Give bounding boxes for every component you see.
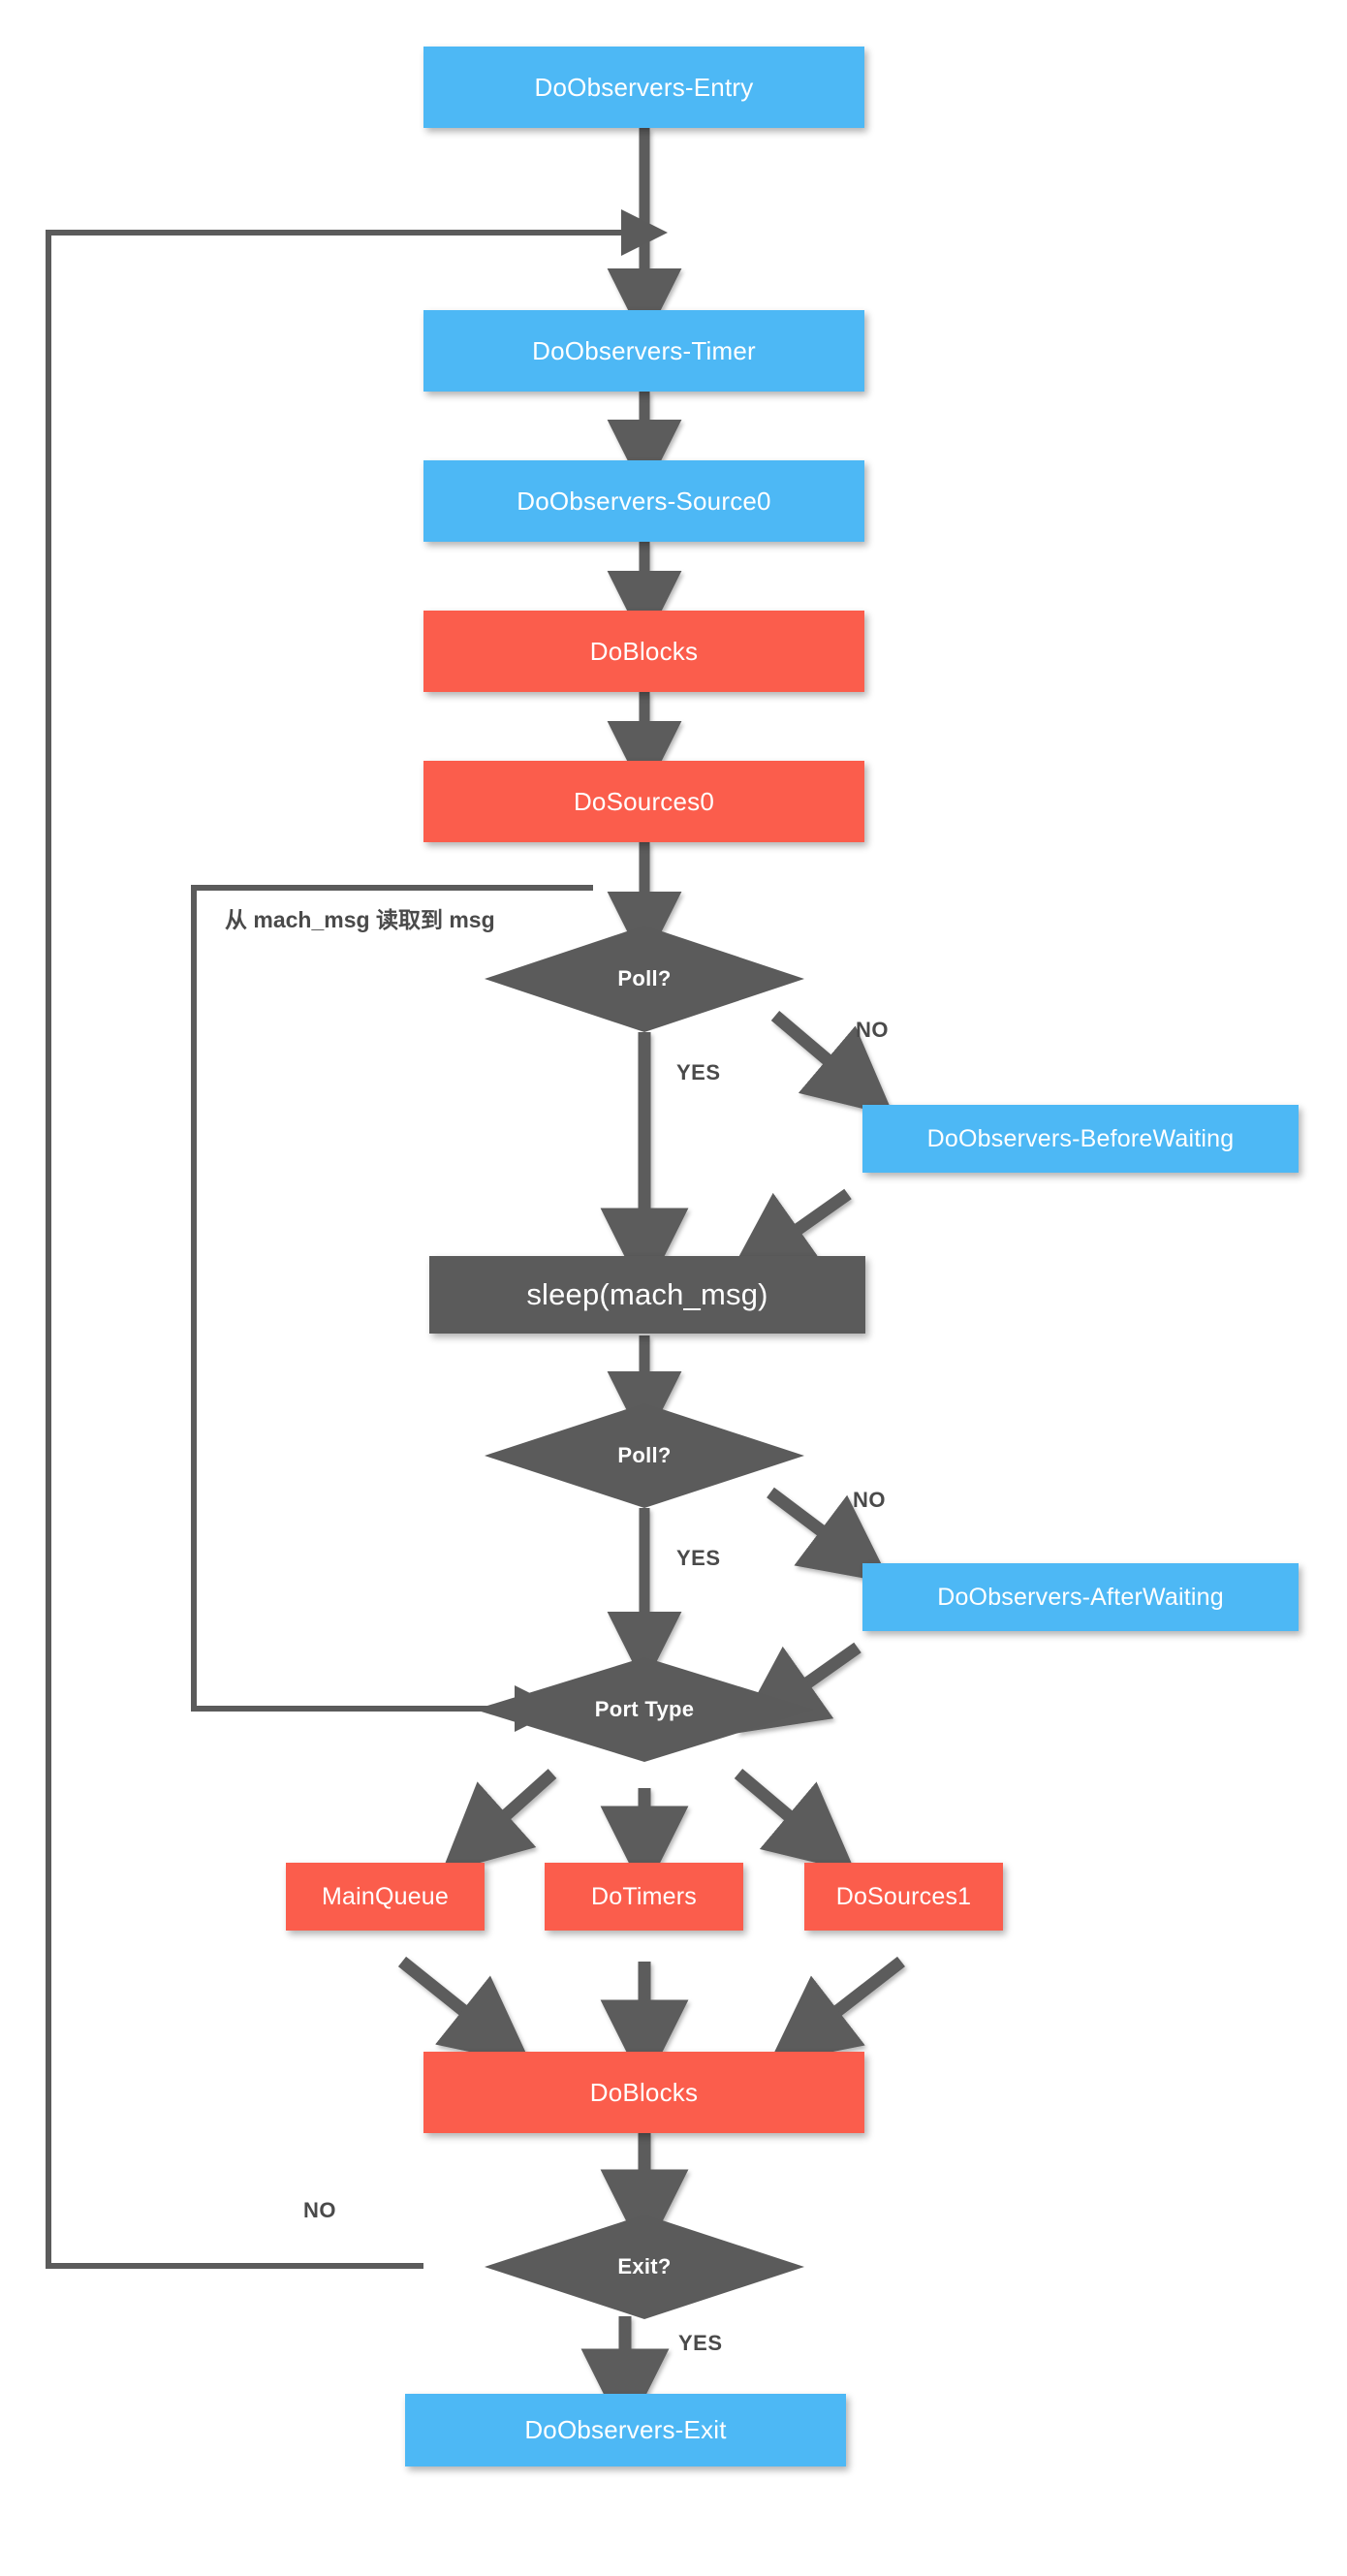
node-label: DoBlocks — [589, 636, 699, 666]
node-do-observers-beforewaiting[interactable]: DoObservers-BeforeWaiting — [862, 1105, 1299, 1173]
edge-mainqueue-to-doblocks2 — [397, 1956, 532, 2065]
node-label: Poll? — [617, 1443, 672, 1467]
node-label: DoSources0 — [573, 786, 715, 816]
node-do-observers-source0[interactable]: DoObservers-Source0 — [423, 460, 864, 542]
edge-label-exit-yes: YES — [678, 2331, 723, 2355]
node-do-timers[interactable]: DoTimers — [545, 1863, 743, 1931]
node-do-blocks-2[interactable]: DoBlocks — [423, 2052, 864, 2133]
edge-label-poll2-yes: YES — [676, 1546, 721, 1570]
edge-label-poll2-no: NO — [853, 1488, 886, 1512]
node-poll-1[interactable]: Poll? — [485, 926, 804, 1032]
node-label: DoTimers — [590, 1882, 697, 1910]
node-port-type[interactable]: Port Type — [475, 1657, 814, 1762]
node-poll-2[interactable]: Poll? — [485, 1403, 804, 1508]
node-do-observers-afterwaiting[interactable]: DoObservers-AfterWaiting — [862, 1563, 1299, 1631]
node-label: DoObservers-Exit — [524, 2415, 727, 2444]
node-label: DoObservers-AfterWaiting — [937, 1583, 1224, 1611]
node-label: DoBlocks — [589, 2077, 699, 2107]
edge-beforewaiting-to-sleep — [726, 1188, 852, 1280]
node-label: Poll? — [617, 966, 672, 990]
node-label: DoObservers-BeforeWaiting — [926, 1124, 1235, 1152]
node-label: Exit? — [617, 2254, 672, 2278]
edge-label-poll1-yes: YES — [676, 1060, 721, 1084]
node-do-blocks-1[interactable]: DoBlocks — [423, 611, 864, 692]
node-do-sources0[interactable]: DoSources0 — [423, 761, 864, 842]
node-do-sources1[interactable]: DoSources1 — [804, 1863, 1003, 1931]
node-label: DoObservers-Timer — [532, 335, 756, 365]
edge-label-exit-no: NO — [303, 2198, 336, 2222]
node-do-observers-entry[interactable]: DoObservers-Entry — [423, 47, 864, 128]
node-do-observers-exit[interactable]: DoObservers-Exit — [405, 2394, 846, 2466]
node-label: sleep(mach_msg) — [526, 1277, 768, 1311]
edge-porttype-to-dosources1 — [734, 1769, 856, 1872]
edge-label-poll1-no: NO — [856, 1018, 889, 1042]
edge-porttype-to-mainqueue — [441, 1769, 557, 1873]
node-label: MainQueue — [321, 1882, 450, 1910]
node-label: DoObservers-Source0 — [517, 486, 771, 516]
node-label: Port Type — [594, 1697, 695, 1721]
node-label: DoSources1 — [835, 1882, 972, 1910]
edge-dosources1-to-doblocks2 — [767, 1956, 905, 2065]
node-sleep-mach-msg[interactable]: sleep(mach_msg) — [429, 1256, 865, 1334]
node-do-observers-timer[interactable]: DoObservers-Timer — [423, 310, 864, 392]
node-main-queue[interactable]: MainQueue — [286, 1863, 485, 1931]
annotation-mach-msg-note: 从 mach_msg 读取到 msg — [225, 907, 495, 932]
node-label: DoObservers-Entry — [534, 72, 754, 102]
node-exit[interactable]: Exit? — [485, 2215, 804, 2319]
